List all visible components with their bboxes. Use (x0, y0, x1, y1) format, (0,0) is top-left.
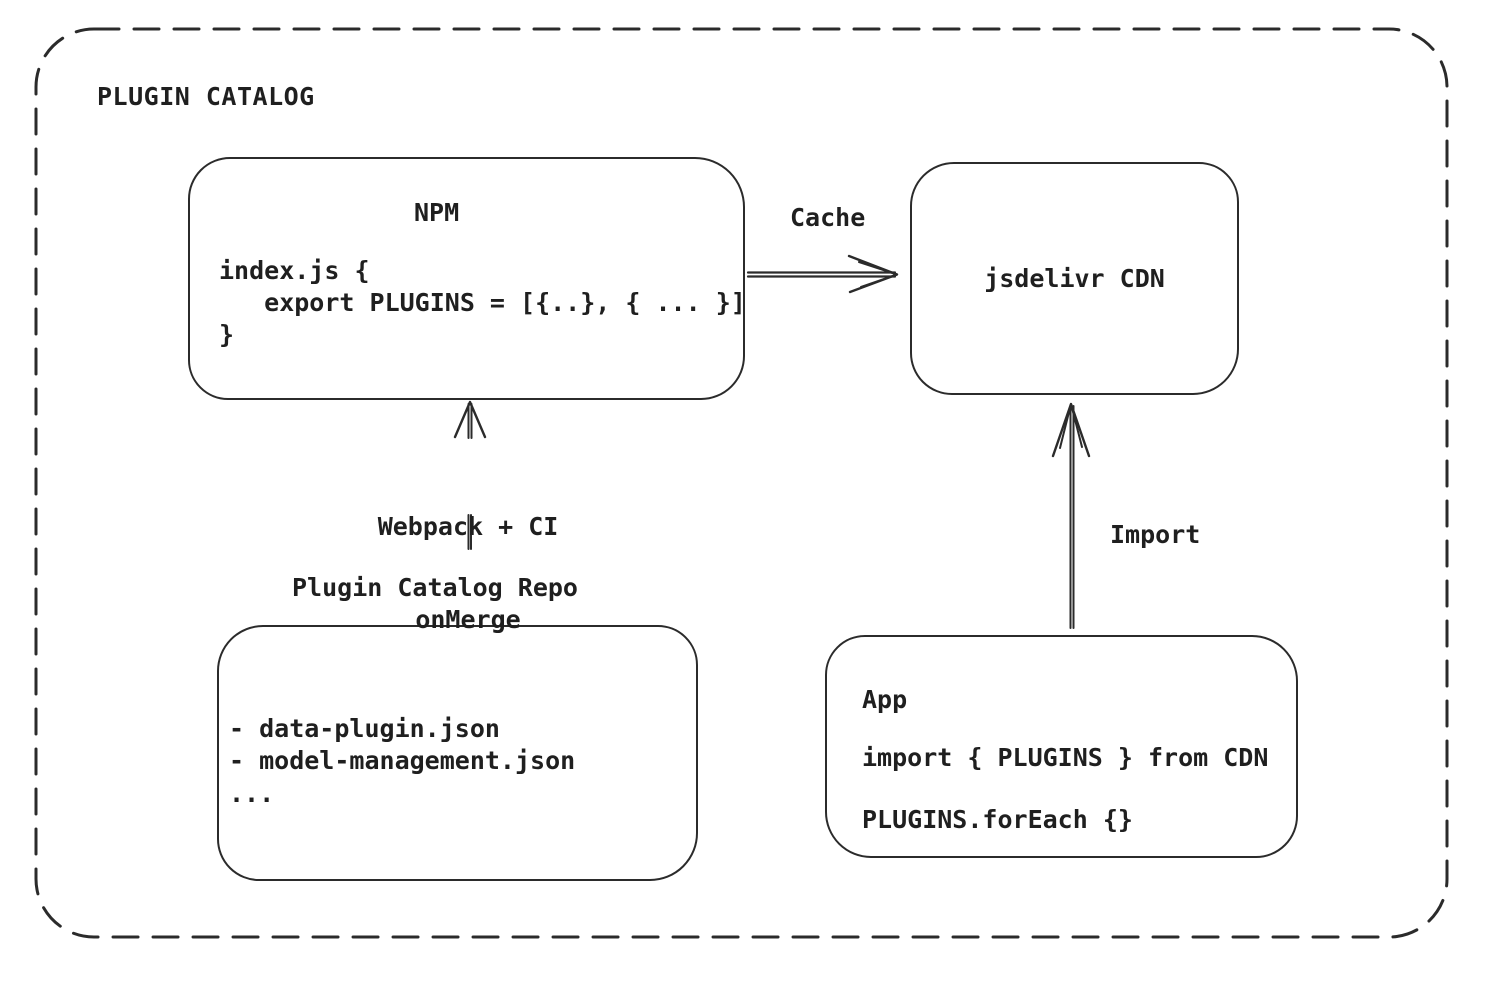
cdn-node: jsdelivr CDN (910, 162, 1239, 395)
build-edge-label-line: onMerge (415, 605, 521, 634)
import-arrow (1051, 402, 1091, 629)
app-code-line: import { PLUGINS } from CDN (862, 743, 1269, 772)
app-node: App import { PLUGINS } from CDN PLUGINS.… (825, 635, 1298, 858)
npm-code-line: export PLUGINS = [{..}, { ... }] (219, 288, 746, 317)
repo-node: - data-plugin.json - model-management.js… (217, 625, 698, 881)
import-edge-label: Import (1110, 520, 1201, 549)
repo-node-heading: Plugin Catalog Repo (292, 573, 578, 602)
npm-node: NPM index.js { export PLUGINS = [{..}, {… (188, 157, 746, 400)
app-node-title: App (862, 685, 908, 714)
repo-file-item: ... (229, 779, 275, 808)
repo-file-item: - model-management.json (229, 746, 576, 775)
app-code-line: PLUGINS.forEach {} (862, 805, 1133, 834)
npm-node-title: NPM (414, 198, 460, 227)
cdn-node-label: jsdelivr CDN (984, 264, 1165, 293)
build-edge-label: Webpack + CI onMerge (348, 449, 588, 697)
repo-file-item: - data-plugin.json (229, 714, 500, 743)
npm-code-line: } (219, 320, 235, 349)
build-edge-label-line: Webpack + CI (377, 512, 559, 541)
npm-code-line: index.js { (219, 256, 370, 285)
cache-arrow (746, 254, 899, 294)
diagram-title: PLUGIN CATALOG (97, 82, 315, 111)
cache-edge-label: Cache (790, 203, 866, 232)
